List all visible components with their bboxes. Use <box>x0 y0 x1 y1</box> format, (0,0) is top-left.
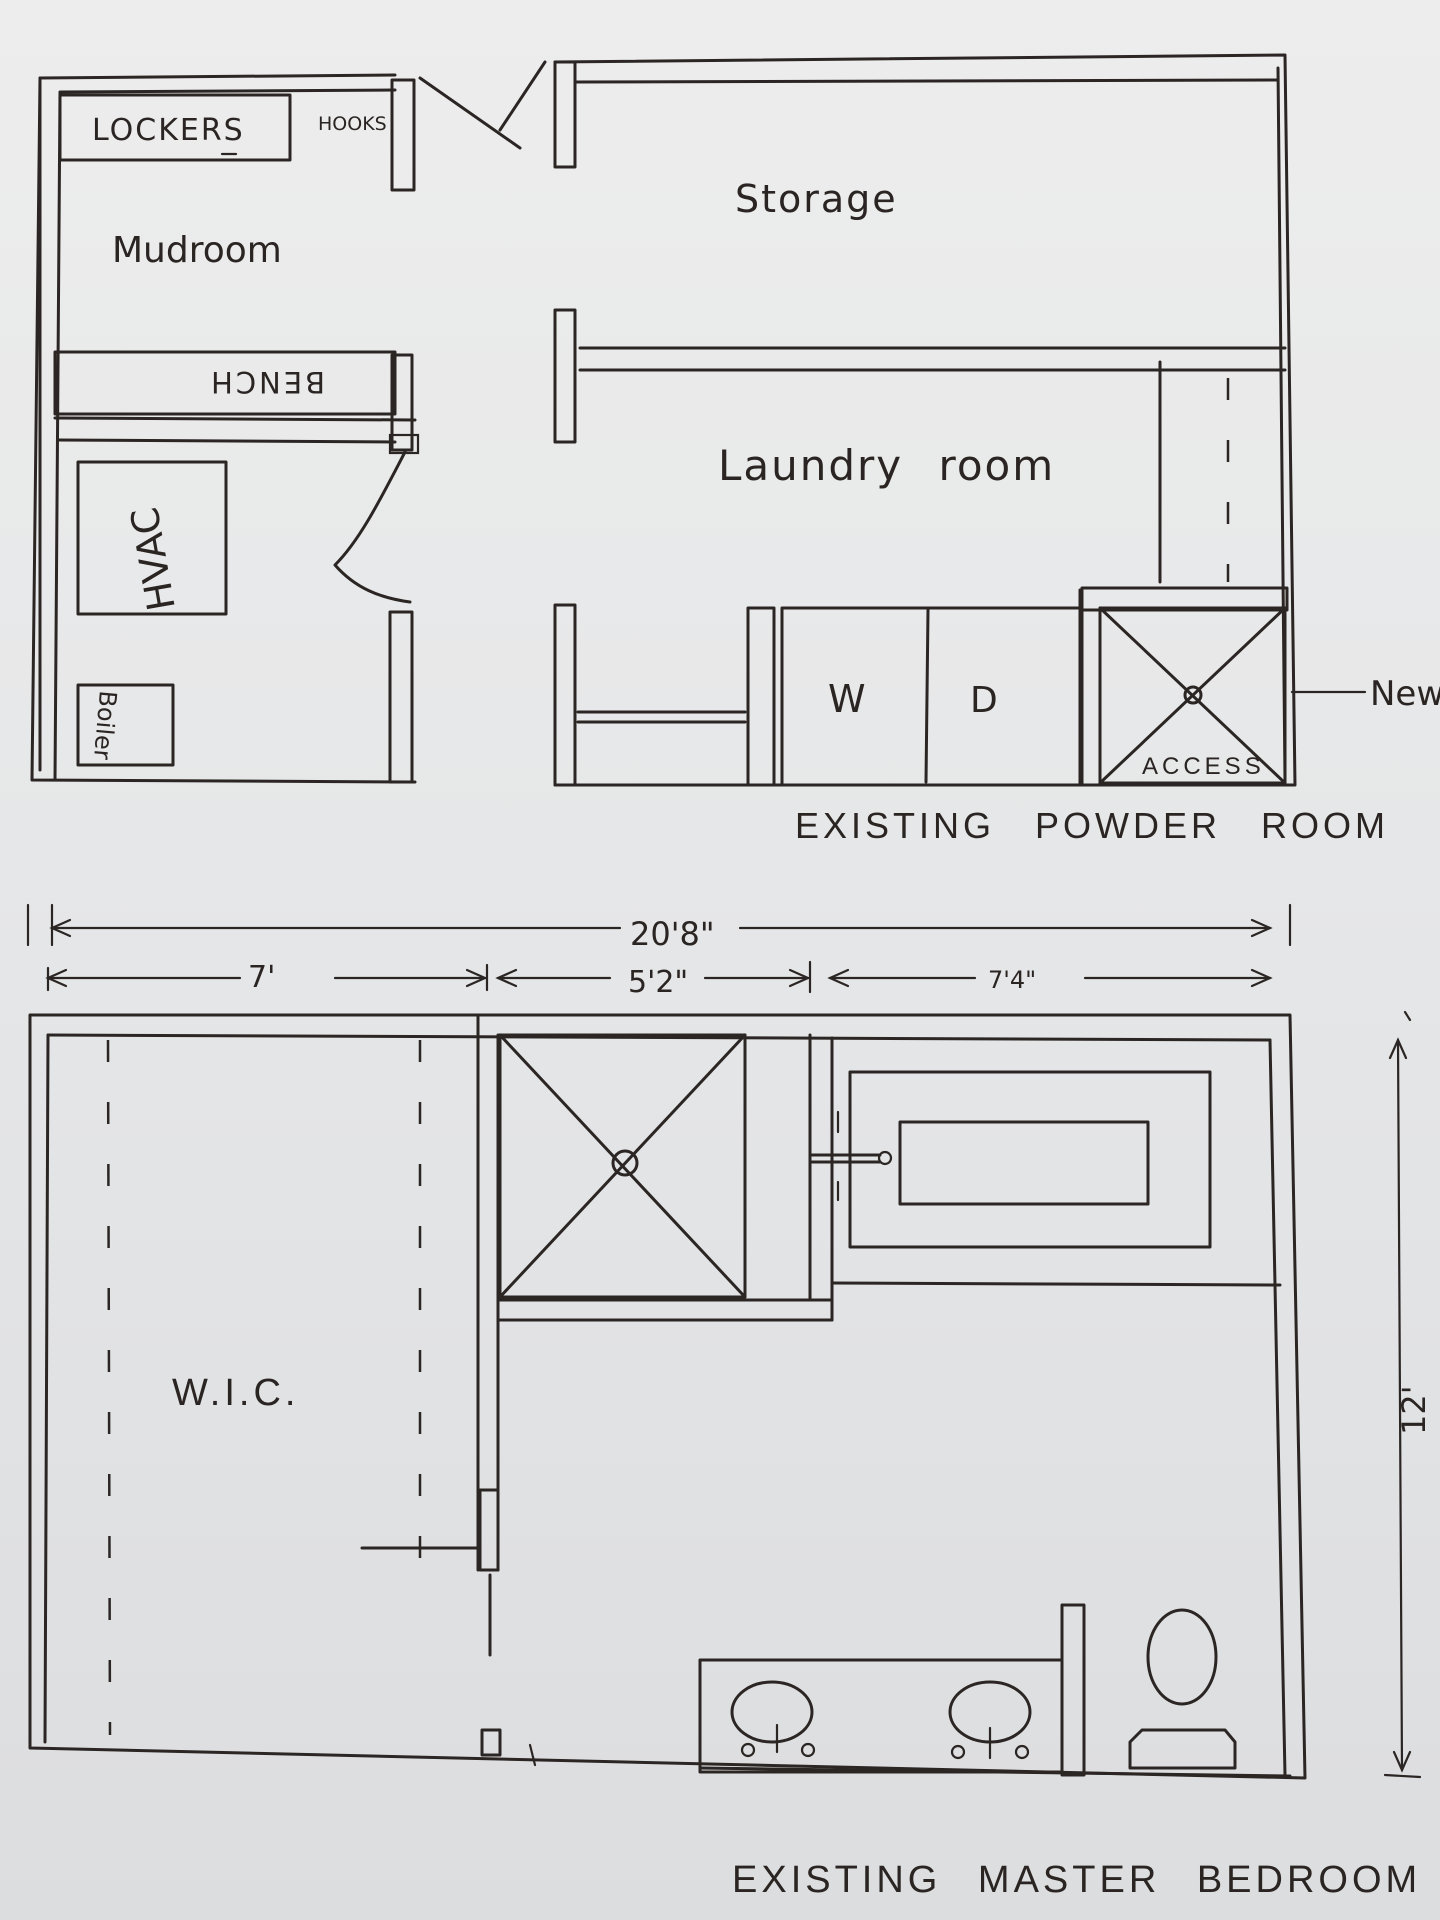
bench-label: BENCH <box>208 365 325 399</box>
access-shower <box>1078 586 1289 787</box>
toilet <box>1128 1608 1237 1770</box>
double-vanity <box>698 1603 1086 1777</box>
lockers-label: LOCKERS <box>92 113 245 148</box>
hooks-label: HOOKS <box>318 113 387 135</box>
entrance-door-swing <box>418 60 547 150</box>
boiler-label: Boiler <box>88 689 122 760</box>
mudroom-walls <box>30 73 417 784</box>
laundry-shelf <box>576 606 776 787</box>
mudroom-door-swing <box>333 450 414 784</box>
new-note-label: New <box>1370 674 1440 714</box>
dim-shower-width: 5'2" <box>628 965 688 1000</box>
wic-wall <box>360 1013 537 1767</box>
lockers-cabinet <box>58 93 292 162</box>
master-shower <box>498 1033 834 1322</box>
dimension-lines <box>26 903 1422 1779</box>
hvac-unit <box>76 460 228 616</box>
dim-depth: 12' <box>1395 1385 1433 1435</box>
storage-divider <box>578 346 1287 372</box>
bottom-plan <box>28 1013 1307 1780</box>
dim-wic-width: 7' <box>248 960 275 995</box>
dryer-label: D <box>970 680 998 721</box>
master-bedroom-label: EXISTING MASTER BEDROOM <box>732 1859 1421 1901</box>
mudroom-label: Mudroom <box>112 230 282 271</box>
wic-label: W.I.C. <box>172 1372 299 1414</box>
labels: LOCKERS HOOKS Mudroom BENCH HVAC Boiler … <box>88 113 1440 1901</box>
laundry-closet <box>1158 360 1230 584</box>
storage-label: Storage <box>735 177 898 221</box>
bathtub <box>810 1070 1282 1287</box>
bench <box>53 350 420 455</box>
hvac-label: HVAC <box>122 504 183 614</box>
hooks-wall <box>390 78 416 192</box>
laundry-label: Laundry room <box>718 441 1055 490</box>
dim-total-width: 20'8" <box>630 915 715 953</box>
access-label: ACCESS <box>1142 753 1265 780</box>
powder-room-label: EXISTING POWDER ROOM <box>795 805 1389 846</box>
dim-bath-width: 7'4" <box>988 966 1036 994</box>
top-plan <box>30 53 1367 787</box>
wic-shelves <box>106 1039 422 1736</box>
boiler-unit <box>76 683 175 767</box>
washer-dryer <box>780 606 1084 787</box>
washer-label: W <box>828 677 866 721</box>
laundry-storage-walls <box>553 53 1297 787</box>
